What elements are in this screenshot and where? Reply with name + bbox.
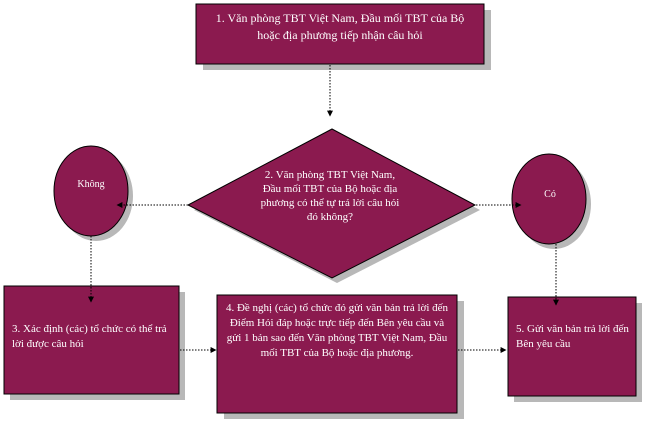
yes-circle <box>511 153 587 245</box>
step5-label: 5. Gửi văn bản trả lời đến Bên yêu cầu <box>516 323 629 350</box>
yes-label: Có <box>544 189 556 200</box>
step4-box <box>216 294 458 414</box>
step1-box <box>195 3 485 65</box>
step3-box <box>3 285 180 395</box>
step1-label: 1. Văn phòng TBT Việt Nam, Đầu mối TBT c… <box>215 11 465 42</box>
step2-decision-diamond <box>186 128 477 279</box>
step2-label: 2. Văn phòng TBT Việt Nam, Đầu mối TBT c… <box>260 169 400 223</box>
step5-box <box>507 296 637 397</box>
no-label: Không <box>77 179 105 190</box>
step3-label: 3. Xác định (các) tổ chức có thể trả lời… <box>12 323 167 350</box>
step4-label: 4. Đề nghị (các) tổ chức đó gửi văn bản … <box>225 302 449 359</box>
